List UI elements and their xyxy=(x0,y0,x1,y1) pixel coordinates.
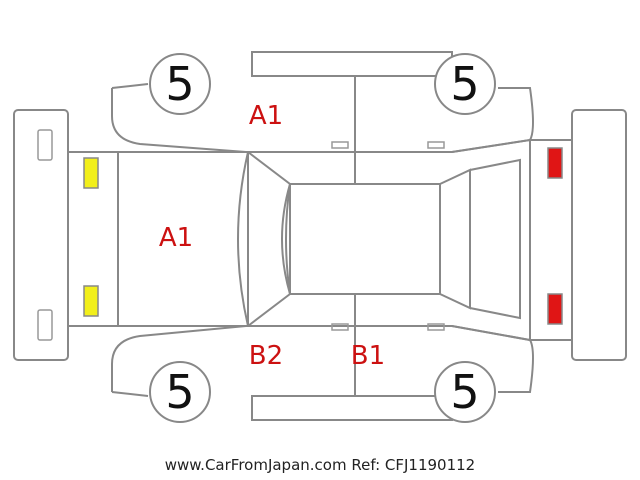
damage-code-roof: A1 xyxy=(249,101,283,131)
footer-reference: www.CarFromJapan.com Ref: CFJ1190112 xyxy=(165,456,475,474)
tire-rear-right: 5 xyxy=(434,361,496,423)
front-bumper xyxy=(13,109,69,361)
taillight-right xyxy=(547,293,563,325)
damage-code-front-door: B2 xyxy=(249,341,283,371)
taillights xyxy=(547,147,563,325)
headlights xyxy=(83,157,99,317)
headlight-right xyxy=(83,285,99,317)
car-body-top-view xyxy=(68,138,573,342)
tire-rating: 5 xyxy=(165,365,194,419)
tire-rear-left: 5 xyxy=(434,53,496,115)
tire-front-right: 5 xyxy=(149,361,211,423)
headlight-left xyxy=(83,157,99,189)
taillight-left xyxy=(547,147,563,179)
damage-code-rear-door: B1 xyxy=(351,341,385,371)
rear-bumper xyxy=(571,109,627,361)
damage-code-hood: A1 xyxy=(159,223,193,253)
tire-rating: 5 xyxy=(165,57,194,111)
tire-front-left: 5 xyxy=(149,53,211,115)
tire-rating: 5 xyxy=(450,57,479,111)
tire-rating: 5 xyxy=(450,365,479,419)
